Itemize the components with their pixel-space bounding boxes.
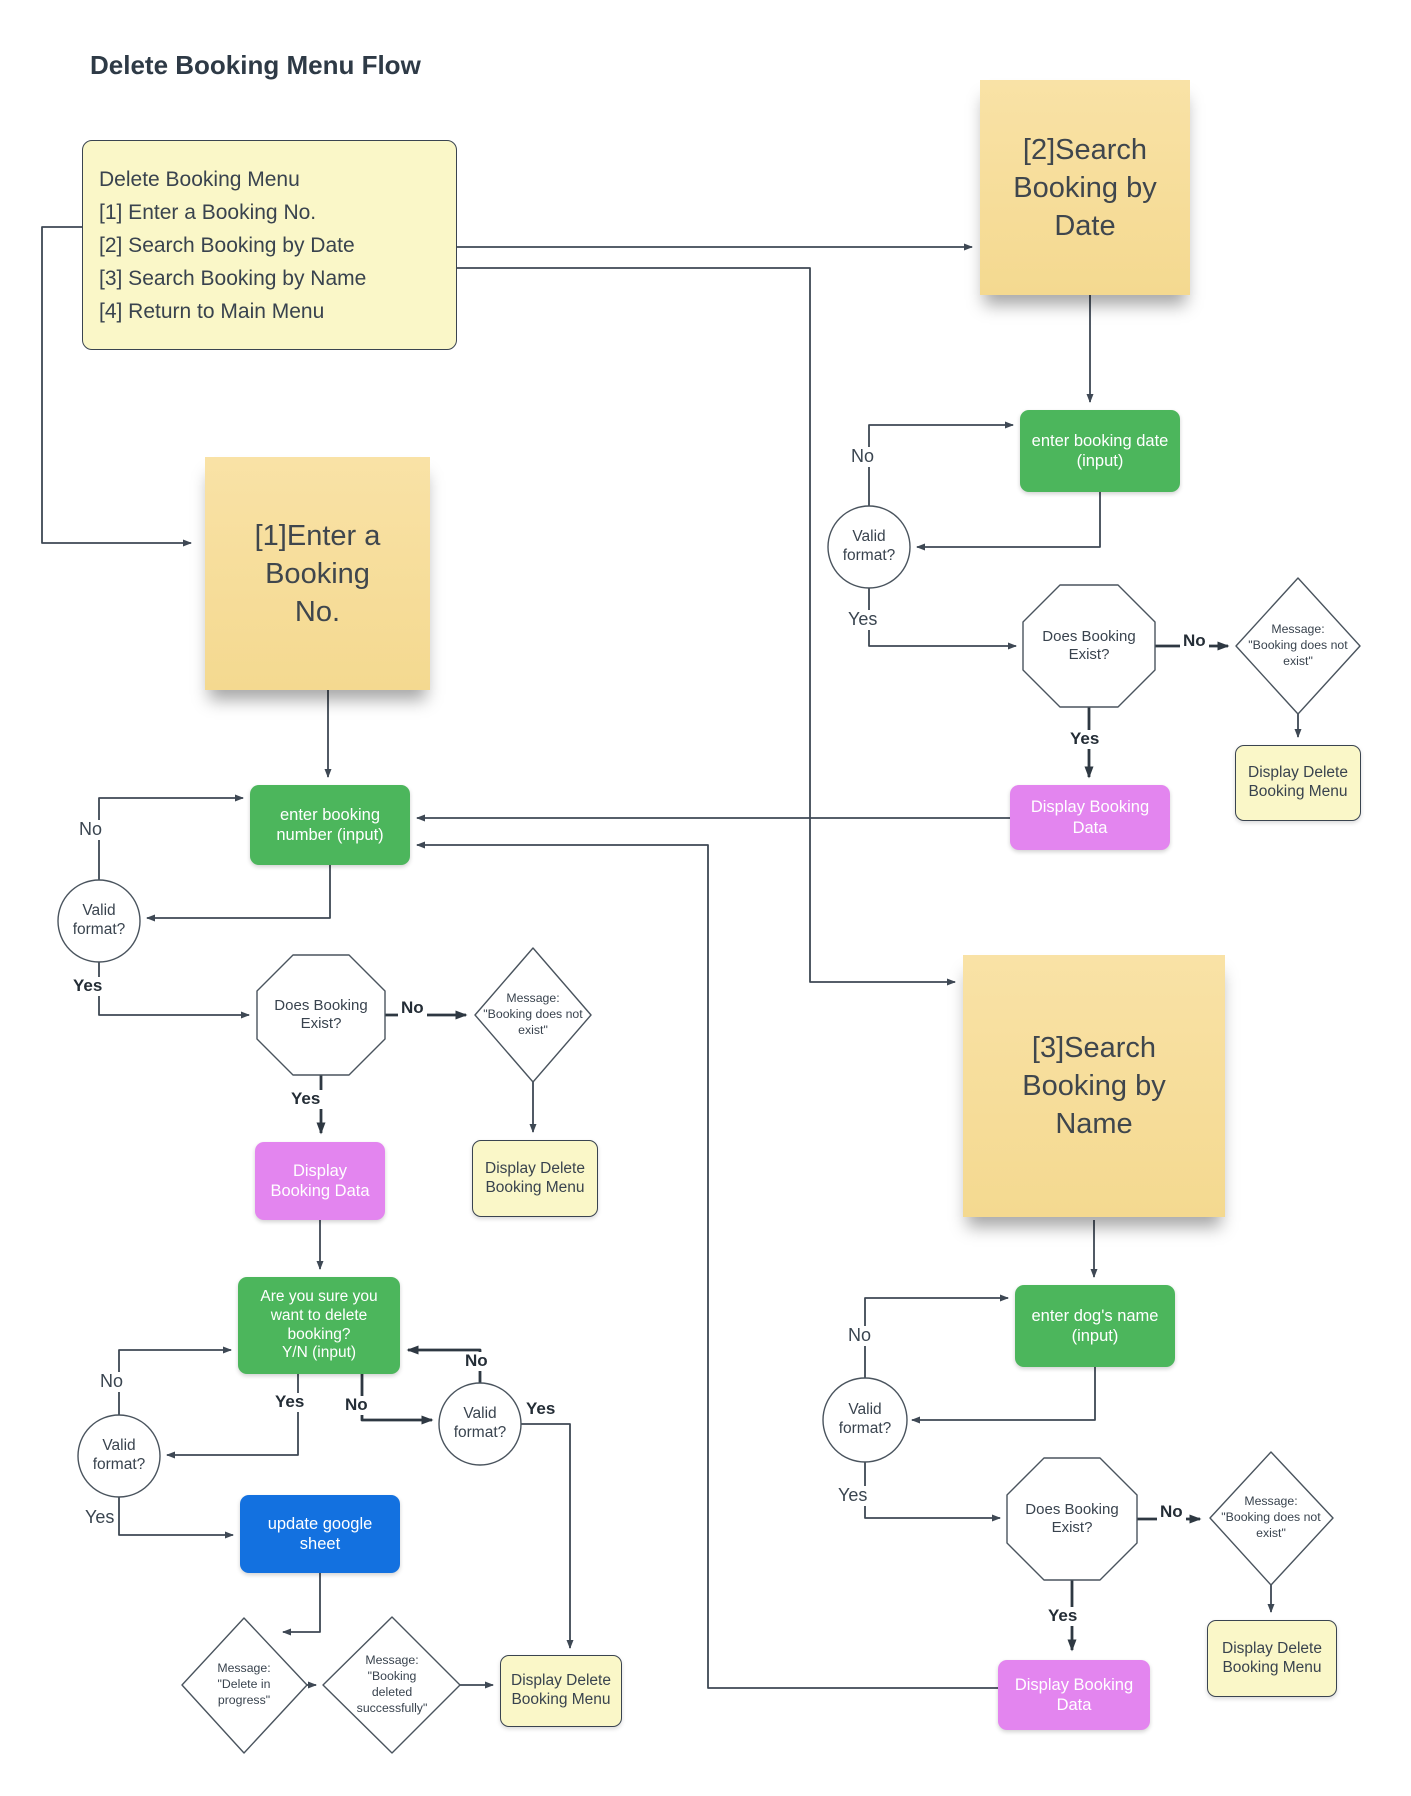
decision-valid-format-1-label: Valid format? [72,902,126,938]
edge-label-no-validn[interactable]: No [845,1325,875,1346]
edge-label-yes-valid2[interactable]: Yes [82,1507,118,1528]
connector-confirm-yes-to-valid2 [166,1372,299,1459]
display-booking-data-date[interactable]: Display Booking Data [1010,785,1170,850]
connector-validdate-no-loop [868,421,1014,506]
diamond-not-exist-date-label: Message: "Booking does not exist" [1248,622,1348,668]
process-enter-booking-date[interactable]: enter booking date (input) [1020,410,1180,492]
octagon-booking-exists-name[interactable] [1006,1457,1138,1581]
edge-label-yes-validn[interactable]: Yes [835,1485,871,1506]
edge-label-no-octd[interactable]: No [1180,631,1209,651]
decision-valid-format-3-label: Valid format? [453,1405,507,1441]
edge-label-yes-confirm[interactable]: Yes [272,1392,308,1412]
edge-label-no-valid-date[interactable]: No [848,446,878,467]
display-delete-menu-1[interactable]: Display Delete Booking Menu [472,1140,598,1217]
connector-valid2-yes-to-blue [118,1497,234,1539]
page-title[interactable]: Delete Booking Menu Flow [90,50,421,80]
edge-label-no-octn[interactable]: No [1157,1502,1186,1522]
edge-label-no-valid1[interactable]: No [76,819,106,840]
display-booking-data-1[interactable]: Display Booking Data [255,1142,385,1220]
connector-valid1-yes-to-octagon1 [98,962,250,1019]
decision-valid-format-2-label: Valid format? [92,1437,146,1473]
display-delete-menu-bottom[interactable]: Display Delete Booking Menu [500,1655,622,1727]
decision-valid-format-date-label: Valid format? [842,528,896,564]
edge-label-yes-valid1[interactable]: Yes [70,976,106,996]
connector-valid1-no-loop [98,794,244,880]
process-enter-booking-number[interactable]: enter booking number (input) [250,785,410,865]
decision-valid-format-2-shape[interactable] [77,1414,161,1498]
connector-enter-name-to-validn [911,1367,1096,1424]
decision-valid-format-3-shape[interactable] [438,1382,522,1466]
edge-label-yes-valid3[interactable]: Yes [523,1399,559,1419]
sticky-note-search-by-date[interactable]: [2]Search Booking by Date [980,80,1190,295]
sticky-note-search-by-name[interactable]: [3]Search Booking by Name [963,955,1225,1217]
connector-enter-number-to-valid1 [146,865,331,922]
octagon-booking-exists-1-label: Does Booking Exist? [274,996,368,1032]
diamond-not-exist-name[interactable] [1209,1451,1334,1586]
decision-valid-format-date-shape[interactable] [827,505,911,589]
connector-menu-to-sticky3 [457,267,956,986]
connector-confirm-no-to-valid3 [360,1372,434,1425]
connector-enter-date-to-valid [916,492,1101,551]
diamond-not-exist-1-label: Message: "Booking does not exist" [483,991,583,1037]
diamond-deleted-success-label: Message: "Booking deleted successfully" [356,1653,428,1715]
edge-label-no-valid2[interactable]: No [97,1371,127,1392]
note-delete-booking-menu[interactable]: Delete Booking Menu [1] Enter a Booking … [82,140,457,350]
process-confirm-delete[interactable]: Are you sure you want to delete booking?… [238,1277,400,1374]
decision-valid-format-1-shape[interactable] [57,879,141,963]
process-update-google-sheet[interactable]: update google sheet [240,1495,400,1573]
edge-label-yes-oct1[interactable]: Yes [288,1089,324,1109]
decision-valid-format-name-shape[interactable] [822,1377,908,1463]
octagon-booking-exists-name-label: Does Booking Exist? [1025,1500,1119,1536]
decision-valid-format-name-label: Valid format? [838,1401,892,1437]
connector-valid3-no-loop [406,1345,482,1383]
edge-label-no-oct1[interactable]: No [398,998,427,1018]
diamond-deleted-success[interactable] [322,1616,461,1754]
connector-valid3-yes-to-cream [521,1423,574,1649]
edge-label-yes-valid-date[interactable]: Yes [845,609,881,630]
diamond-not-exist-1[interactable] [474,947,592,1083]
display-booking-data-name[interactable]: Display Booking Data [998,1660,1150,1730]
connector-menu-to-sticky1 [41,226,192,547]
edge-label-yes-octn[interactable]: Yes [1045,1606,1081,1626]
connector-purplen-to-enter-number [416,841,998,1689]
diamond-not-exist-date[interactable] [1235,577,1361,715]
edge-label-no-valid3[interactable]: No [462,1351,491,1371]
edge-label-no-confirm[interactable]: No [342,1395,371,1415]
diamond-delete-progress-label: Message: "Delete in progress" [217,1661,271,1707]
connector-validdate-yes-to-octagon [868,588,1017,650]
diamond-not-exist-name-label: Message: "Booking does not exist" [1221,1494,1321,1540]
display-delete-menu-name[interactable]: Display Delete Booking Menu [1207,1620,1337,1697]
process-enter-dogs-name[interactable]: enter dog's name (input) [1015,1285,1175,1367]
connector-validn-yes-to-octagonn [864,1462,1001,1522]
octagon-booking-exists-date-label: Does Booking Exist? [1042,627,1136,663]
display-delete-menu-date[interactable]: Display Delete Booking Menu [1235,745,1361,821]
edge-label-yes-octd[interactable]: Yes [1067,729,1103,749]
connector-valid2-no-loop [118,1346,232,1415]
octagon-booking-exists-1[interactable] [256,954,386,1076]
connector-validn-no-loop [864,1294,1009,1382]
octagon-booking-exists-date[interactable] [1022,584,1156,708]
connector-blue-to-diamond2 [282,1573,321,1636]
sticky-note-enter-booking-no[interactable]: [1]Enter a Booking No. [205,457,430,690]
diamond-delete-progress[interactable] [181,1617,308,1754]
